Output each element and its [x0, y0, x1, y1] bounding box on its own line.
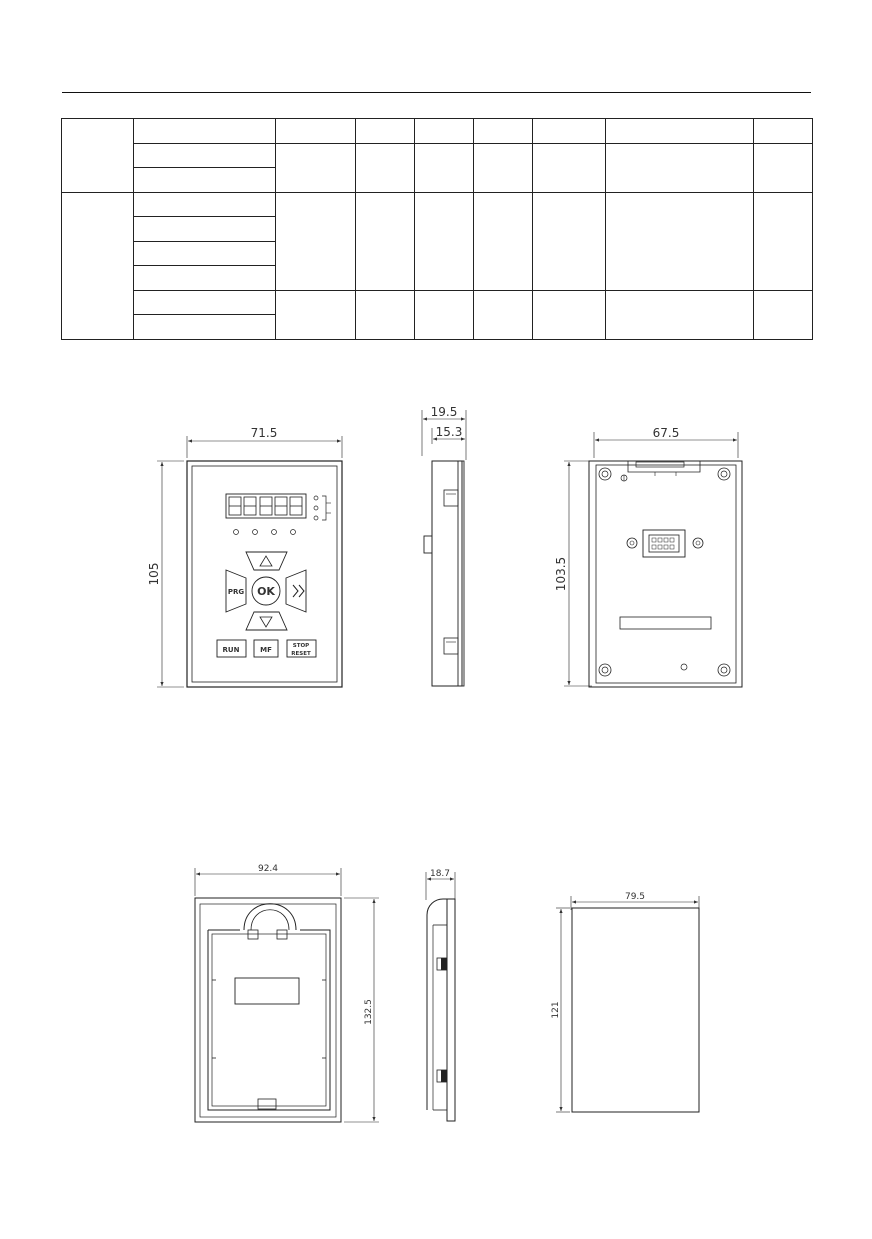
keypad-back-view: [564, 432, 743, 688]
table-cell: [605, 118, 754, 144]
table-cell: [753, 142, 813, 193]
table-cell: [473, 289, 533, 340]
table-cell: [133, 289, 276, 315]
table-cell: [275, 289, 356, 340]
reset-key-label: RESET: [291, 651, 311, 657]
table-cell: [532, 142, 606, 193]
table-cell: [753, 289, 813, 340]
table-cell: [355, 142, 415, 193]
table-row: [62, 216, 813, 242]
keypad-front-view: [157, 436, 343, 688]
table-row: [62, 167, 813, 193]
keypad-side-view: [421, 410, 467, 687]
header-rule: [62, 92, 811, 93]
table-cell: [532, 118, 606, 144]
table-cell: [473, 142, 533, 193]
mf-key-label: MF: [260, 646, 272, 654]
dim-keypad-front-height: 105: [147, 563, 161, 586]
dim-cutout-height: 121: [551, 1001, 561, 1018]
table-row: [62, 142, 813, 193]
table-cell: [753, 118, 813, 144]
dim-keypad-back-width: 67.5: [653, 426, 680, 440]
spec-table: [61, 118, 813, 340]
table-cell: [133, 167, 276, 193]
ok-key-label: OK: [257, 585, 275, 598]
dim-keypad-side-total: 19.5: [431, 405, 458, 419]
table-cell: [355, 289, 415, 340]
table-row: [62, 314, 813, 340]
dim-bracket-front-width: 92.4: [258, 864, 278, 874]
table-cell: [753, 191, 813, 291]
table-cell: [133, 216, 276, 242]
table-cell: [414, 142, 474, 193]
table-cell: [61, 191, 134, 340]
dim-keypad-back-height: 103.5: [554, 557, 568, 591]
dim-keypad-side-inner: 15.3: [436, 425, 463, 439]
dim-bracket-front-height: 132.5: [364, 999, 374, 1025]
table-cell: [605, 142, 754, 193]
dim-cutout-width: 79.5: [625, 892, 645, 902]
table-cell: [605, 289, 754, 340]
table-cell: [414, 289, 474, 340]
cutout-view: [556, 896, 700, 1113]
table-cell: [532, 191, 606, 291]
table-row: [62, 289, 813, 340]
table-cell: [275, 142, 356, 193]
prg-key-label: PRG: [228, 588, 245, 596]
dim-keypad-front-width: 71.5: [251, 426, 278, 440]
stop-key-label: STOP: [293, 643, 309, 649]
table-cell: [133, 314, 276, 340]
dim-bracket-side-depth: 18.7: [430, 869, 450, 879]
run-key-label: RUN: [223, 646, 240, 654]
bracket-front-view: [194, 868, 379, 1123]
bracket-side-view: [425, 872, 456, 1122]
